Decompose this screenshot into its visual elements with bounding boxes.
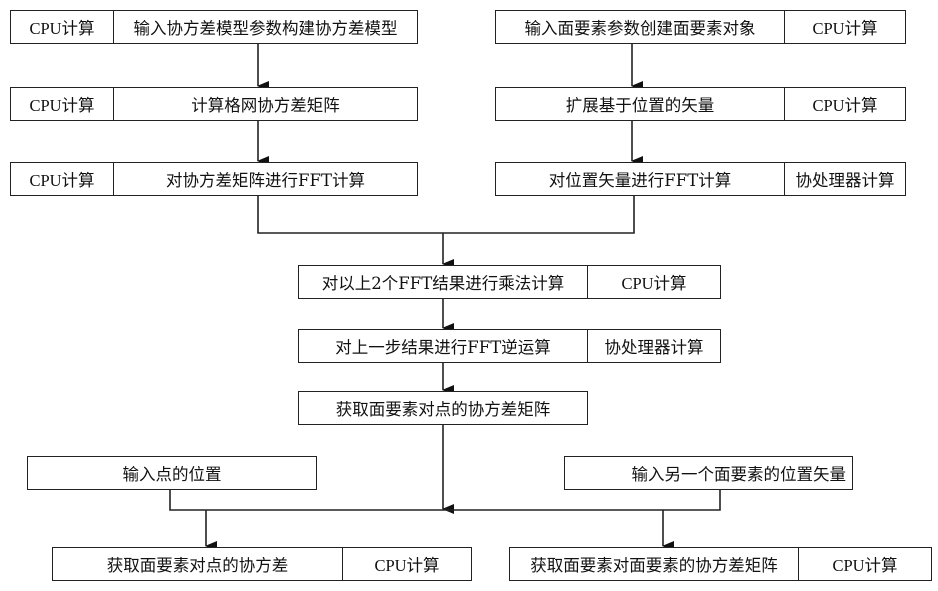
- step-label: 对上一步结果进行FFT逆运算: [299, 330, 588, 362]
- step-label: 对位置矢量进行FFT计算: [496, 163, 785, 195]
- right-step-3: 对位置矢量进行FFT计算 协处理器计算: [495, 162, 906, 196]
- left-step-2: CPU计算 计算格网协方差矩阵: [10, 87, 418, 121]
- left-step-1: CPU计算 输入协方差模型参数构建协方差模型: [10, 10, 418, 44]
- processor-tag: CPU计算: [374, 556, 440, 575]
- step-label: 输入另一个面要素的位置矢量: [631, 465, 847, 484]
- processor-tag: CPU计算: [11, 163, 114, 195]
- covariance-matrix-step: 获取面要素对点的协方差矩阵: [298, 391, 588, 425]
- step-label: 输入协方差模型参数构建协方差模型: [133, 19, 398, 38]
- output-feature-covariance: 获取面要素对面要素的协方差矩阵 CPU计算: [509, 547, 932, 581]
- input-point-box: 输入点的位置: [27, 456, 317, 490]
- processor-tag: 协处理器计算: [604, 338, 704, 357]
- right-step-1: 输入面要素参数创建面要素对象 CPU计算: [495, 10, 906, 44]
- right-step-2: 扩展基于位置的矢量 CPU计算: [495, 87, 906, 121]
- step-label: 对协方差矩阵进行FFT计算: [166, 171, 365, 190]
- processor-tag: CPU计算: [812, 19, 878, 38]
- inverse-fft-step: 对上一步结果进行FFT逆运算 协处理器计算: [298, 329, 721, 363]
- split-line: [169, 489, 721, 511]
- processor-tag: CPU计算: [832, 556, 898, 575]
- step-label: 获取面要素对面要素的协方差矩阵: [510, 548, 799, 580]
- step-label: 计算格网协方差矩阵: [191, 96, 340, 115]
- processor-tag: CPU计算: [812, 96, 878, 115]
- processor-tag: CPU计算: [11, 11, 114, 43]
- input-vector-box: 输入另一个面要素的位置矢量: [564, 456, 853, 490]
- merge-line: [257, 195, 635, 234]
- processor-tag: CPU计算: [11, 88, 114, 120]
- multiply-step: 对以上2个FFT结果进行乘法计算 CPU计算: [298, 265, 721, 299]
- step-label: 输入面要素参数创建面要素对象: [496, 11, 785, 43]
- step-label: 获取面要素对点的协方差矩阵: [335, 400, 551, 419]
- step-label: 输入点的位置: [122, 465, 222, 484]
- left-step-3: CPU计算 对协方差矩阵进行FFT计算: [10, 162, 418, 196]
- step-label: 扩展基于位置的矢量: [496, 88, 785, 120]
- processor-tag: CPU计算: [621, 274, 687, 293]
- step-label: 对以上2个FFT结果进行乘法计算: [299, 266, 588, 298]
- output-point-covariance: 获取面要素对点的协方差 CPU计算: [52, 547, 472, 581]
- processor-tag: 协处理器计算: [795, 171, 895, 190]
- step-label: 获取面要素对点的协方差: [53, 548, 343, 580]
